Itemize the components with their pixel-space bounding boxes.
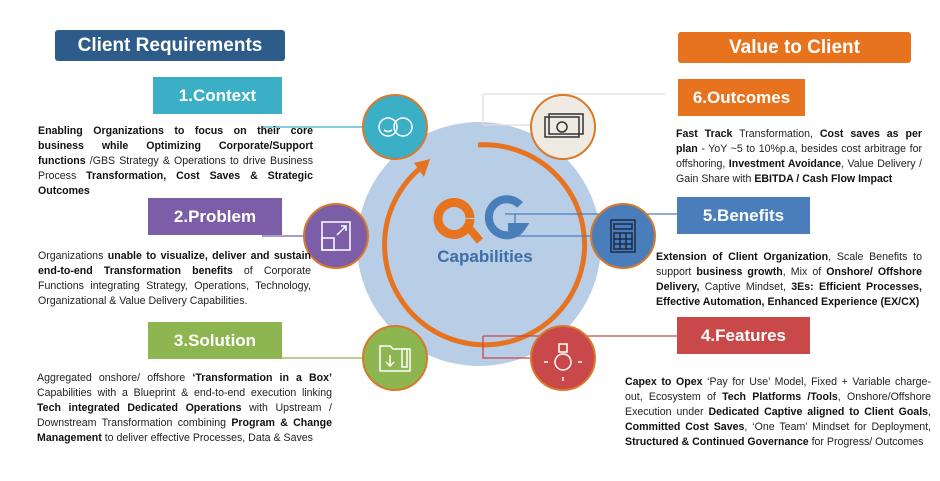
features-description: Capex to Opex ‘Pay for Use’ Model, Fixed…	[625, 375, 931, 450]
description-segment: Investment Avoidance	[728, 158, 842, 170]
description-segment: of Corporate Functions integrating Strat…	[38, 265, 311, 307]
expand-icon	[321, 221, 351, 251]
problem-icon-circle	[303, 203, 369, 269]
description-segment: Onshore/ Offshore Delivery,	[656, 266, 922, 293]
description-segment: Cost saves as per plan	[676, 128, 922, 155]
description-segment: Capex to Opex	[625, 376, 703, 388]
context-label: 1.Context	[153, 77, 282, 114]
description-segment: Captive Mindset,	[699, 281, 792, 293]
outcomes-icon-circle	[530, 94, 596, 160]
money-bill-icon	[544, 113, 584, 138]
description-segment: ‘Transformation in a Box’	[192, 372, 332, 384]
center-circle	[357, 122, 601, 366]
problem-description: Organizations unable to visualize, deliv…	[38, 249, 311, 309]
solution-label: 3.Solution	[148, 322, 282, 359]
folder-download-icon	[379, 345, 411, 372]
description-segment: 3Es: Efficient Processes, Effective Auto…	[656, 281, 922, 308]
sun-face-icon	[378, 117, 413, 137]
benefits-label: 5.Benefits	[677, 197, 810, 234]
features-label: 4.Features	[677, 317, 810, 354]
description-segment: EBITDA / Cash Flow Impact	[754, 173, 893, 185]
description-segment: for Progress/ Outcomes	[808, 436, 924, 448]
features-icon-circle	[530, 325, 596, 391]
description-segment: ,	[928, 406, 931, 418]
description-segment: - YoY ~5 to 10%p.a, besides cost arbitra…	[676, 143, 922, 170]
center-caption: Capabilities	[437, 247, 533, 266]
context-icon-circle	[362, 94, 428, 160]
description-segment: , Value Delivery / Gain Share with	[676, 158, 922, 185]
outcomes-label: 6.Outcomes	[678, 79, 805, 116]
description-segment: Program & Change Management	[37, 417, 333, 444]
description-segment: Enabling Organizations to focus on their…	[38, 125, 313, 167]
description-segment: unable to visualize, deliver and sustain…	[38, 250, 311, 277]
description-segment: with Upstream / Downstream Transformatio…	[37, 402, 332, 429]
value-to-client-header: Value to Client	[678, 32, 911, 63]
description-segment: Extension of Client Organization	[656, 251, 829, 263]
description-segment: Tech Platforms /Tools	[722, 391, 838, 403]
description-segment: to deliver effective Processes, Data & S…	[101, 432, 313, 444]
arrow-head-icon	[414, 159, 430, 177]
description-segment: business growth	[696, 266, 783, 278]
description-segment: Structured & Continued Governance	[625, 436, 809, 448]
description-segment: , Onshore/Offshore Execution under	[625, 391, 932, 418]
context-description: Enabling Organizations to focus on their…	[38, 124, 313, 199]
client-requirements-header: Client Requirements	[55, 30, 285, 61]
description-segment: Aggregated onshore/ offshore	[37, 372, 193, 384]
benefits-description: Extension of Client Organization, Scale …	[656, 250, 922, 310]
description-segment: Transformation,	[732, 128, 820, 140]
description-segment: /GBS Strategy & Operations to drive Busi…	[38, 155, 313, 182]
description-segment: Tech integrated Dedicated Operations	[37, 402, 242, 414]
solution-icon-circle	[362, 325, 428, 391]
problem-label: 2.Problem	[148, 198, 282, 235]
benefits-icon-circle	[590, 203, 656, 269]
description-segment: Capabilities with a Blueprint & end-to-e…	[37, 387, 332, 399]
outcomes-description: Fast Track Transformation, Cost saves as…	[676, 127, 922, 187]
lightbulb-icon	[544, 343, 582, 381]
description-segment: , Mix of	[782, 266, 827, 278]
qg-logo	[433, 195, 530, 244]
calculator-icon	[610, 219, 636, 253]
description-segment: Transformation, Cost Saves & Strategic O…	[38, 170, 313, 197]
cycle-arrow	[382, 142, 588, 348]
description-segment: , Scale Benefits to support	[656, 251, 923, 278]
solution-description: Aggregated onshore/ offshore ‘Transforma…	[37, 371, 332, 446]
description-segment: Fast Track	[676, 128, 733, 140]
description-segment: Committed Cost Saves	[625, 421, 745, 433]
description-segment: ‘Pay for Use’ Model, Fixed + Variable ch…	[625, 376, 931, 403]
description-segment: , ‘One Team’ Mindset for Deployment,	[744, 421, 931, 433]
description-segment: Dedicated Captive aligned to Client Goal…	[708, 406, 929, 418]
description-segment: Organizations	[38, 250, 108, 262]
